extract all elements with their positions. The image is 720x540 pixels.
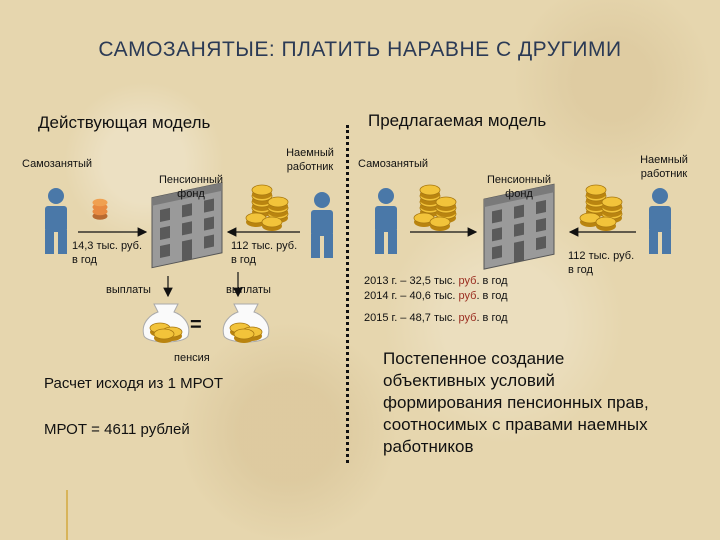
proposed-model-heading: Предлагаемая модель <box>368 111 547 130</box>
current-model-heading: Действующая модель <box>38 113 211 132</box>
right-pension-bag-icon <box>223 304 269 343</box>
page-title: САМОЗАНЯТЫЕ: ПЛАТИТЬ НАРАВНЕ С ДРУГИМИ <box>98 38 622 61</box>
schedule-line-2014: 2014 г. – 40,6 тыс. руб. в год <box>364 290 508 302</box>
right-self-coins-icon <box>414 185 456 231</box>
schedule-line-2013: 2013 г. – 32,5 тыс. руб. в год <box>364 275 508 287</box>
left-employee-coins-icon <box>246 185 288 231</box>
left-self-payment-label: 14,3 тыс. руб.в год <box>72 240 142 266</box>
schedule-line-2015: 2015 г. – 48,7 тыс. руб. в год <box>364 312 508 324</box>
left-pension-bag-icon <box>143 304 189 343</box>
calc-basis-text: Расчет исходя из 1 МРОТ <box>44 375 224 392</box>
model-divider <box>346 125 349 463</box>
right-self-employed-label: Самозанятый <box>358 158 429 170</box>
left-self-employed-label: Самозанятый <box>22 158 93 170</box>
right-employee-person-icon <box>649 188 671 254</box>
pension-label: пенсия <box>174 352 210 364</box>
left-small-coins-icon <box>92 198 108 220</box>
right-payout-label: выплаты <box>226 284 271 296</box>
mrot-text: МРОТ = 4611 рублей <box>44 421 190 438</box>
left-payout-label: выплаты <box>106 284 151 296</box>
left-employee-person-icon <box>311 192 333 258</box>
right-employee-payment-label: 112 тыс. руб.в год <box>568 250 635 276</box>
decorative-line <box>66 490 68 540</box>
right-employee-coins-icon <box>580 185 622 231</box>
right-self-employed-person-icon <box>375 188 397 254</box>
equals-sign: = <box>190 314 202 336</box>
proposed-description: Постепенное создание объективных условий… <box>383 349 649 456</box>
left-employee-payment-label: 112 тыс. руб.в год <box>231 240 298 266</box>
left-self-employed-person-icon <box>45 188 67 254</box>
